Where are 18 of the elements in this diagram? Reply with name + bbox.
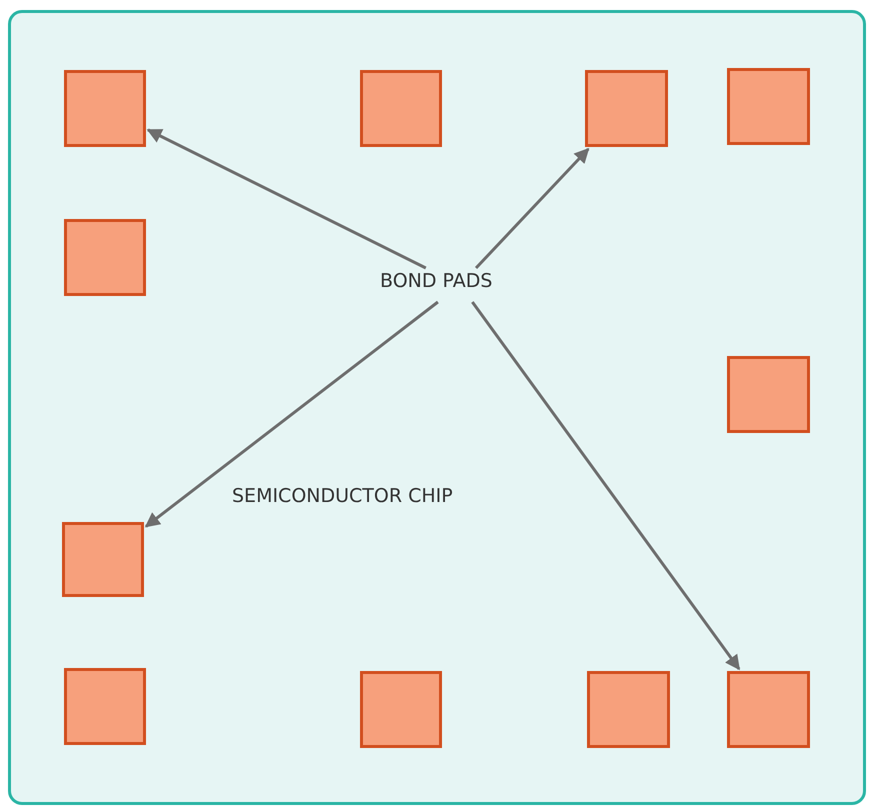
chip-label: SEMICONDUCTOR CHIP <box>232 485 453 507</box>
leader-arrow <box>474 148 590 270</box>
leader-arrow <box>144 300 439 528</box>
chip-outline <box>8 10 866 805</box>
bond-pad <box>587 671 670 748</box>
leader-arrow <box>146 128 426 270</box>
bond-pad <box>64 668 146 745</box>
callout-label: BOND PADS <box>380 270 492 292</box>
bond-pad <box>64 70 146 147</box>
bond-pad <box>727 671 810 748</box>
bond-pad <box>727 68 810 145</box>
bond-pad <box>727 356 810 433</box>
leader-arrow <box>471 301 740 670</box>
bond-pad <box>360 70 442 147</box>
bond-pad <box>64 219 146 296</box>
bond-pad <box>360 671 442 748</box>
bond-pad <box>62 522 144 597</box>
bond-pad <box>585 70 668 147</box>
